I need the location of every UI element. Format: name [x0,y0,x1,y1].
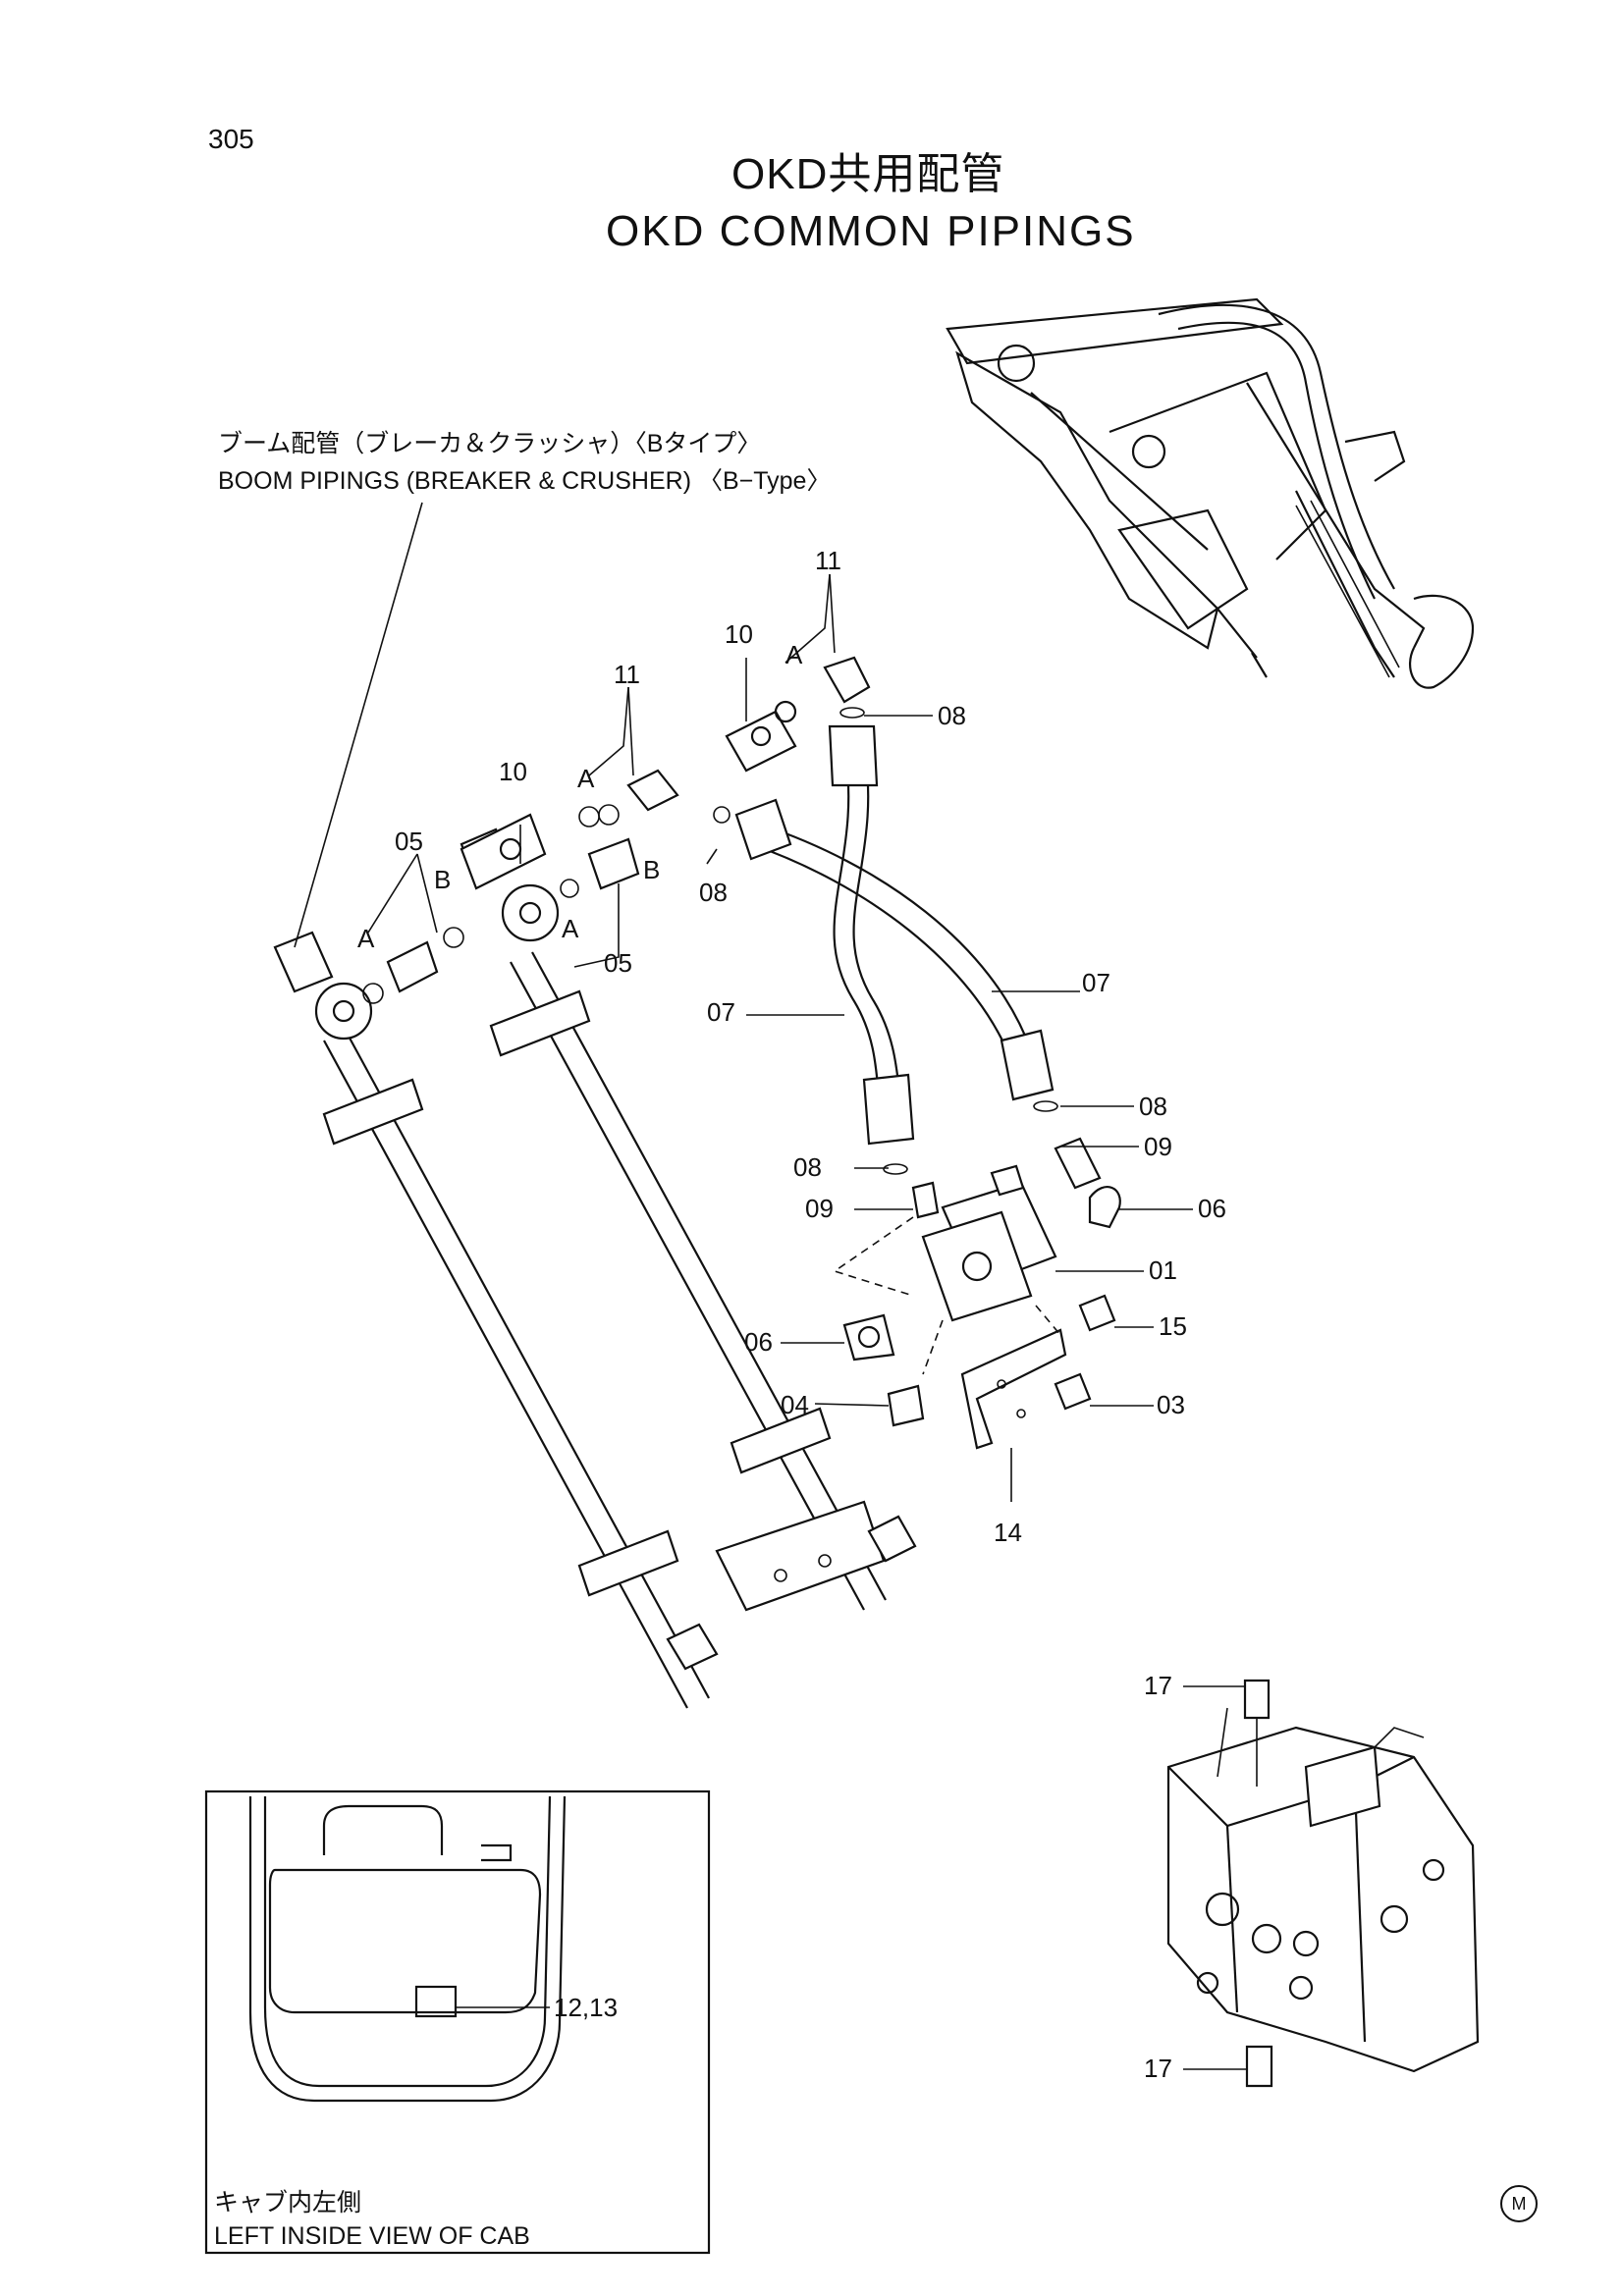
callout-01: 01 [1149,1255,1177,1285]
leader-lines [294,502,1247,2070]
callout-08-b: 08 [699,878,728,907]
boom-caption-english: BOOM PIPINGS (BREAKER & CRUSHER) 〈B−Type… [218,467,832,495]
boom-pipes [273,828,917,1709]
callout-09-a: 09 [1144,1132,1172,1161]
letter-b-2: B [643,855,660,884]
letter-b-1: B [434,865,451,894]
callout-12-13: 12,13 [554,1993,618,2022]
callout-07-b: 07 [707,997,735,1027]
letter-a-3: A [357,924,375,953]
boom-caption-japanese: ブーム配管（ブレーカ＆クラッシャ）〈Bタイプ〉 [218,430,762,457]
title-japanese: OKD共用配管 [731,150,1005,198]
callout-08-d: 08 [793,1152,822,1182]
callout-labels: 11 10 08 11 10 05 08 05 07 07 08 09 08 0… [357,546,1226,2083]
callout-17-bottom: 17 [1144,2054,1172,2083]
callout-08-a: 08 [938,701,966,730]
title-english: OKD COMMON PIPINGS [606,207,1136,255]
callout-05-a: 05 [395,827,423,856]
callout-10-b: 10 [499,757,527,786]
letter-a-4: A [562,914,579,943]
callout-07-a: 07 [1082,968,1110,997]
callout-11-b: 11 [614,660,640,689]
callout-09-b: 09 [805,1194,834,1223]
callout-03: 03 [1157,1390,1185,1419]
callout-06-b: 06 [744,1327,773,1357]
callout-04: 04 [781,1390,809,1419]
control-valve [1166,1679,1480,2088]
callout-15: 15 [1159,1311,1187,1341]
callout-17-top: 17 [1144,1671,1172,1700]
cab-caption-english: LEFT INSIDE VIEW OF CAB [214,2222,530,2250]
cab-caption-japanese: キャブ内左側 [214,2189,362,2216]
callout-14: 14 [994,1518,1022,1547]
hoses [734,724,1055,1146]
letter-a-2: A [577,764,595,793]
valve-block [833,1137,1121,1450]
top-fittings [362,656,1058,1175]
callout-08-c: 08 [1139,1092,1167,1121]
callout-05-b: 05 [604,948,632,978]
letter-a-1: A [785,640,803,669]
excavator-arm-sketch [946,297,1475,689]
manual-mark: M [1500,2185,1538,2222]
cab-inset [204,1789,711,2255]
callout-11-a: 11 [815,546,841,575]
callout-10-a: 10 [725,619,753,649]
callout-06-a: 06 [1198,1194,1226,1223]
page-number: 305 [208,124,254,154]
